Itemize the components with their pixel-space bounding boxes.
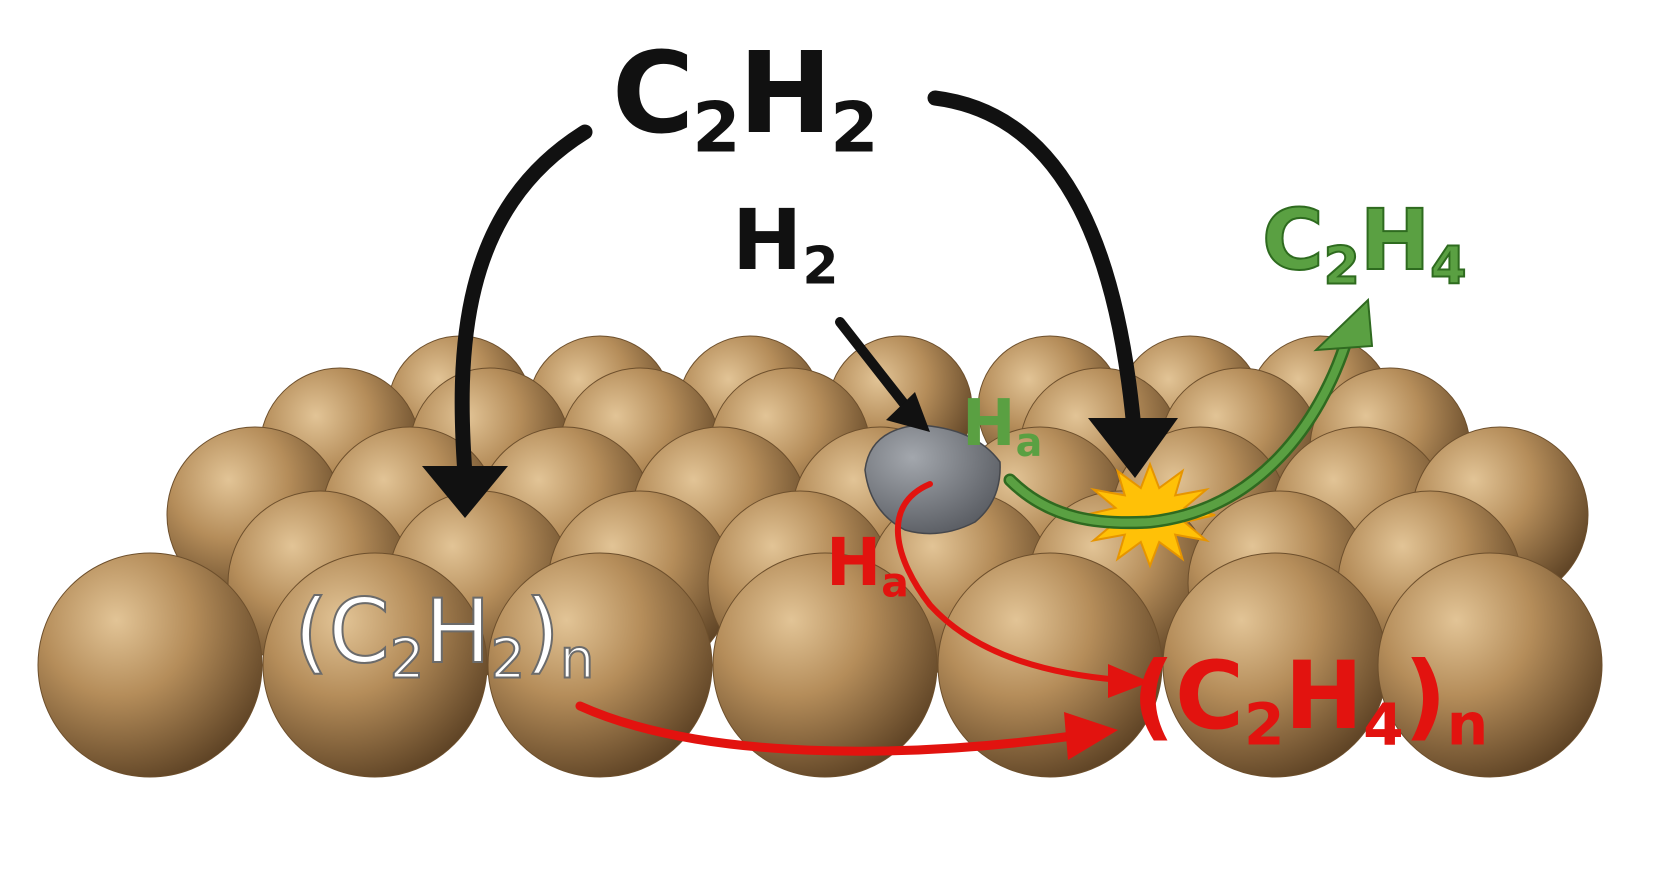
acetylene-arrow-left xyxy=(454,124,593,496)
acetylene-arrow-right xyxy=(927,90,1143,448)
adsorbed-hydrogen-green-label: Ha xyxy=(962,387,1043,467)
polyacetylene-label: (C2H2)n xyxy=(293,580,595,691)
polymer-conversion-arrow xyxy=(575,701,1085,756)
acetylene-arrowhead-left xyxy=(422,466,508,518)
hydrogen-label: H2 xyxy=(732,191,839,297)
reaction-overlays xyxy=(422,90,1374,760)
hydrogen-arrow xyxy=(835,317,910,410)
acetylene-arrowhead-right xyxy=(1088,418,1178,478)
ethylene-arrow xyxy=(1006,341,1349,527)
ethylene-label: C2H4 xyxy=(1261,191,1467,297)
catalyst-sphere xyxy=(262,552,488,778)
catalyst-sphere xyxy=(937,552,1163,778)
reaction-star xyxy=(1084,461,1216,569)
catalyst-sphere xyxy=(487,552,713,778)
catalyst-sphere xyxy=(712,552,938,778)
hydrogenation-arrow xyxy=(894,481,1123,683)
hydrogenation-arrowhead xyxy=(1108,664,1150,698)
polyethylene-label: (C2H4)n xyxy=(1132,642,1489,759)
acetylene-label: C2H2 xyxy=(612,29,879,169)
polymer-conversion-arrowhead xyxy=(1064,712,1118,760)
catalyst-sphere xyxy=(1377,552,1603,778)
catalyst-sphere xyxy=(37,552,263,778)
adsorbed-hydrogen-red-label: Ha xyxy=(826,524,909,607)
ethylene-arrowhead xyxy=(1313,297,1374,352)
active-site xyxy=(864,424,1001,535)
hydrogen-arrowhead xyxy=(886,392,930,432)
